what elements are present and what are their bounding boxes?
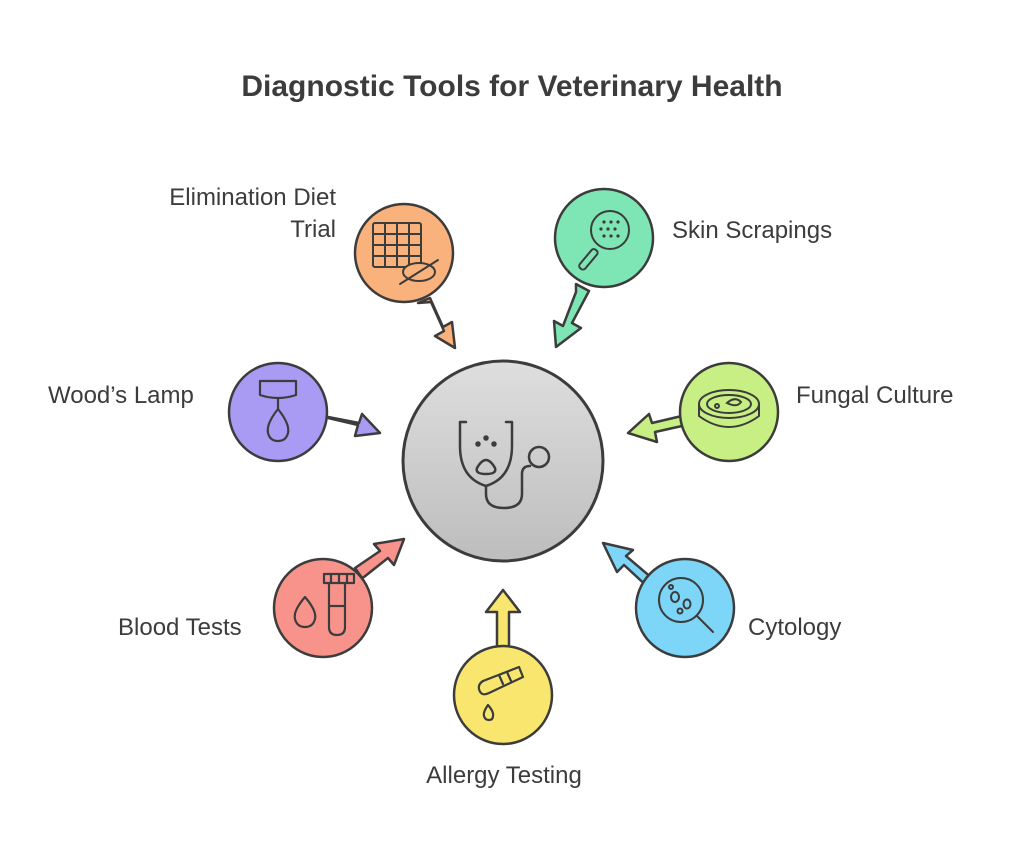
microscope-cells-icon [658, 577, 714, 633]
blood-tests-arrow [353, 537, 406, 580]
fungal-culture-label: Fungal Culture [796, 382, 954, 409]
blood-tests-label: Blood Tests [118, 614, 242, 641]
allergy-testing-label: Allergy Testing [426, 762, 582, 789]
skin-scrapings-node [553, 187, 655, 289]
fungal-culture-node [678, 361, 780, 463]
blood-tests-node [272, 557, 374, 659]
allergy-testing-arrow [484, 588, 522, 651]
cytology-arrow [601, 541, 661, 591]
cytology-node [634, 557, 736, 659]
diagram-title: Diagnostic Tools for Veterinary Health [241, 70, 783, 103]
allergy-testing-node [452, 644, 554, 746]
elimination-arrow [416, 296, 457, 350]
fungal-culture-arrow [626, 412, 693, 444]
petri-dish-icon [698, 389, 760, 428]
stethoscope-paw-icon [458, 420, 551, 510]
skin-scrapings-arrow [552, 282, 591, 349]
skin-scrapings-label: Skin Scrapings [672, 217, 833, 244]
elimination-diet-label: Elimination Diet Trial [169, 184, 336, 243]
woods-lamp-arrow [318, 404, 382, 438]
grid-no-food-icon [372, 222, 439, 285]
test-tube-drop-icon [477, 665, 525, 722]
lamp-icon [258, 379, 298, 443]
woods-lamp-label: Wood’s Lamp [48, 382, 194, 409]
woods-lamp-node [227, 361, 329, 463]
center-node [401, 359, 605, 563]
elimination-diet-node [353, 202, 455, 304]
blood-tube-icon [293, 572, 356, 637]
magnifier-dots-icon [578, 210, 630, 271]
cytology-label: Cytology [748, 614, 842, 641]
